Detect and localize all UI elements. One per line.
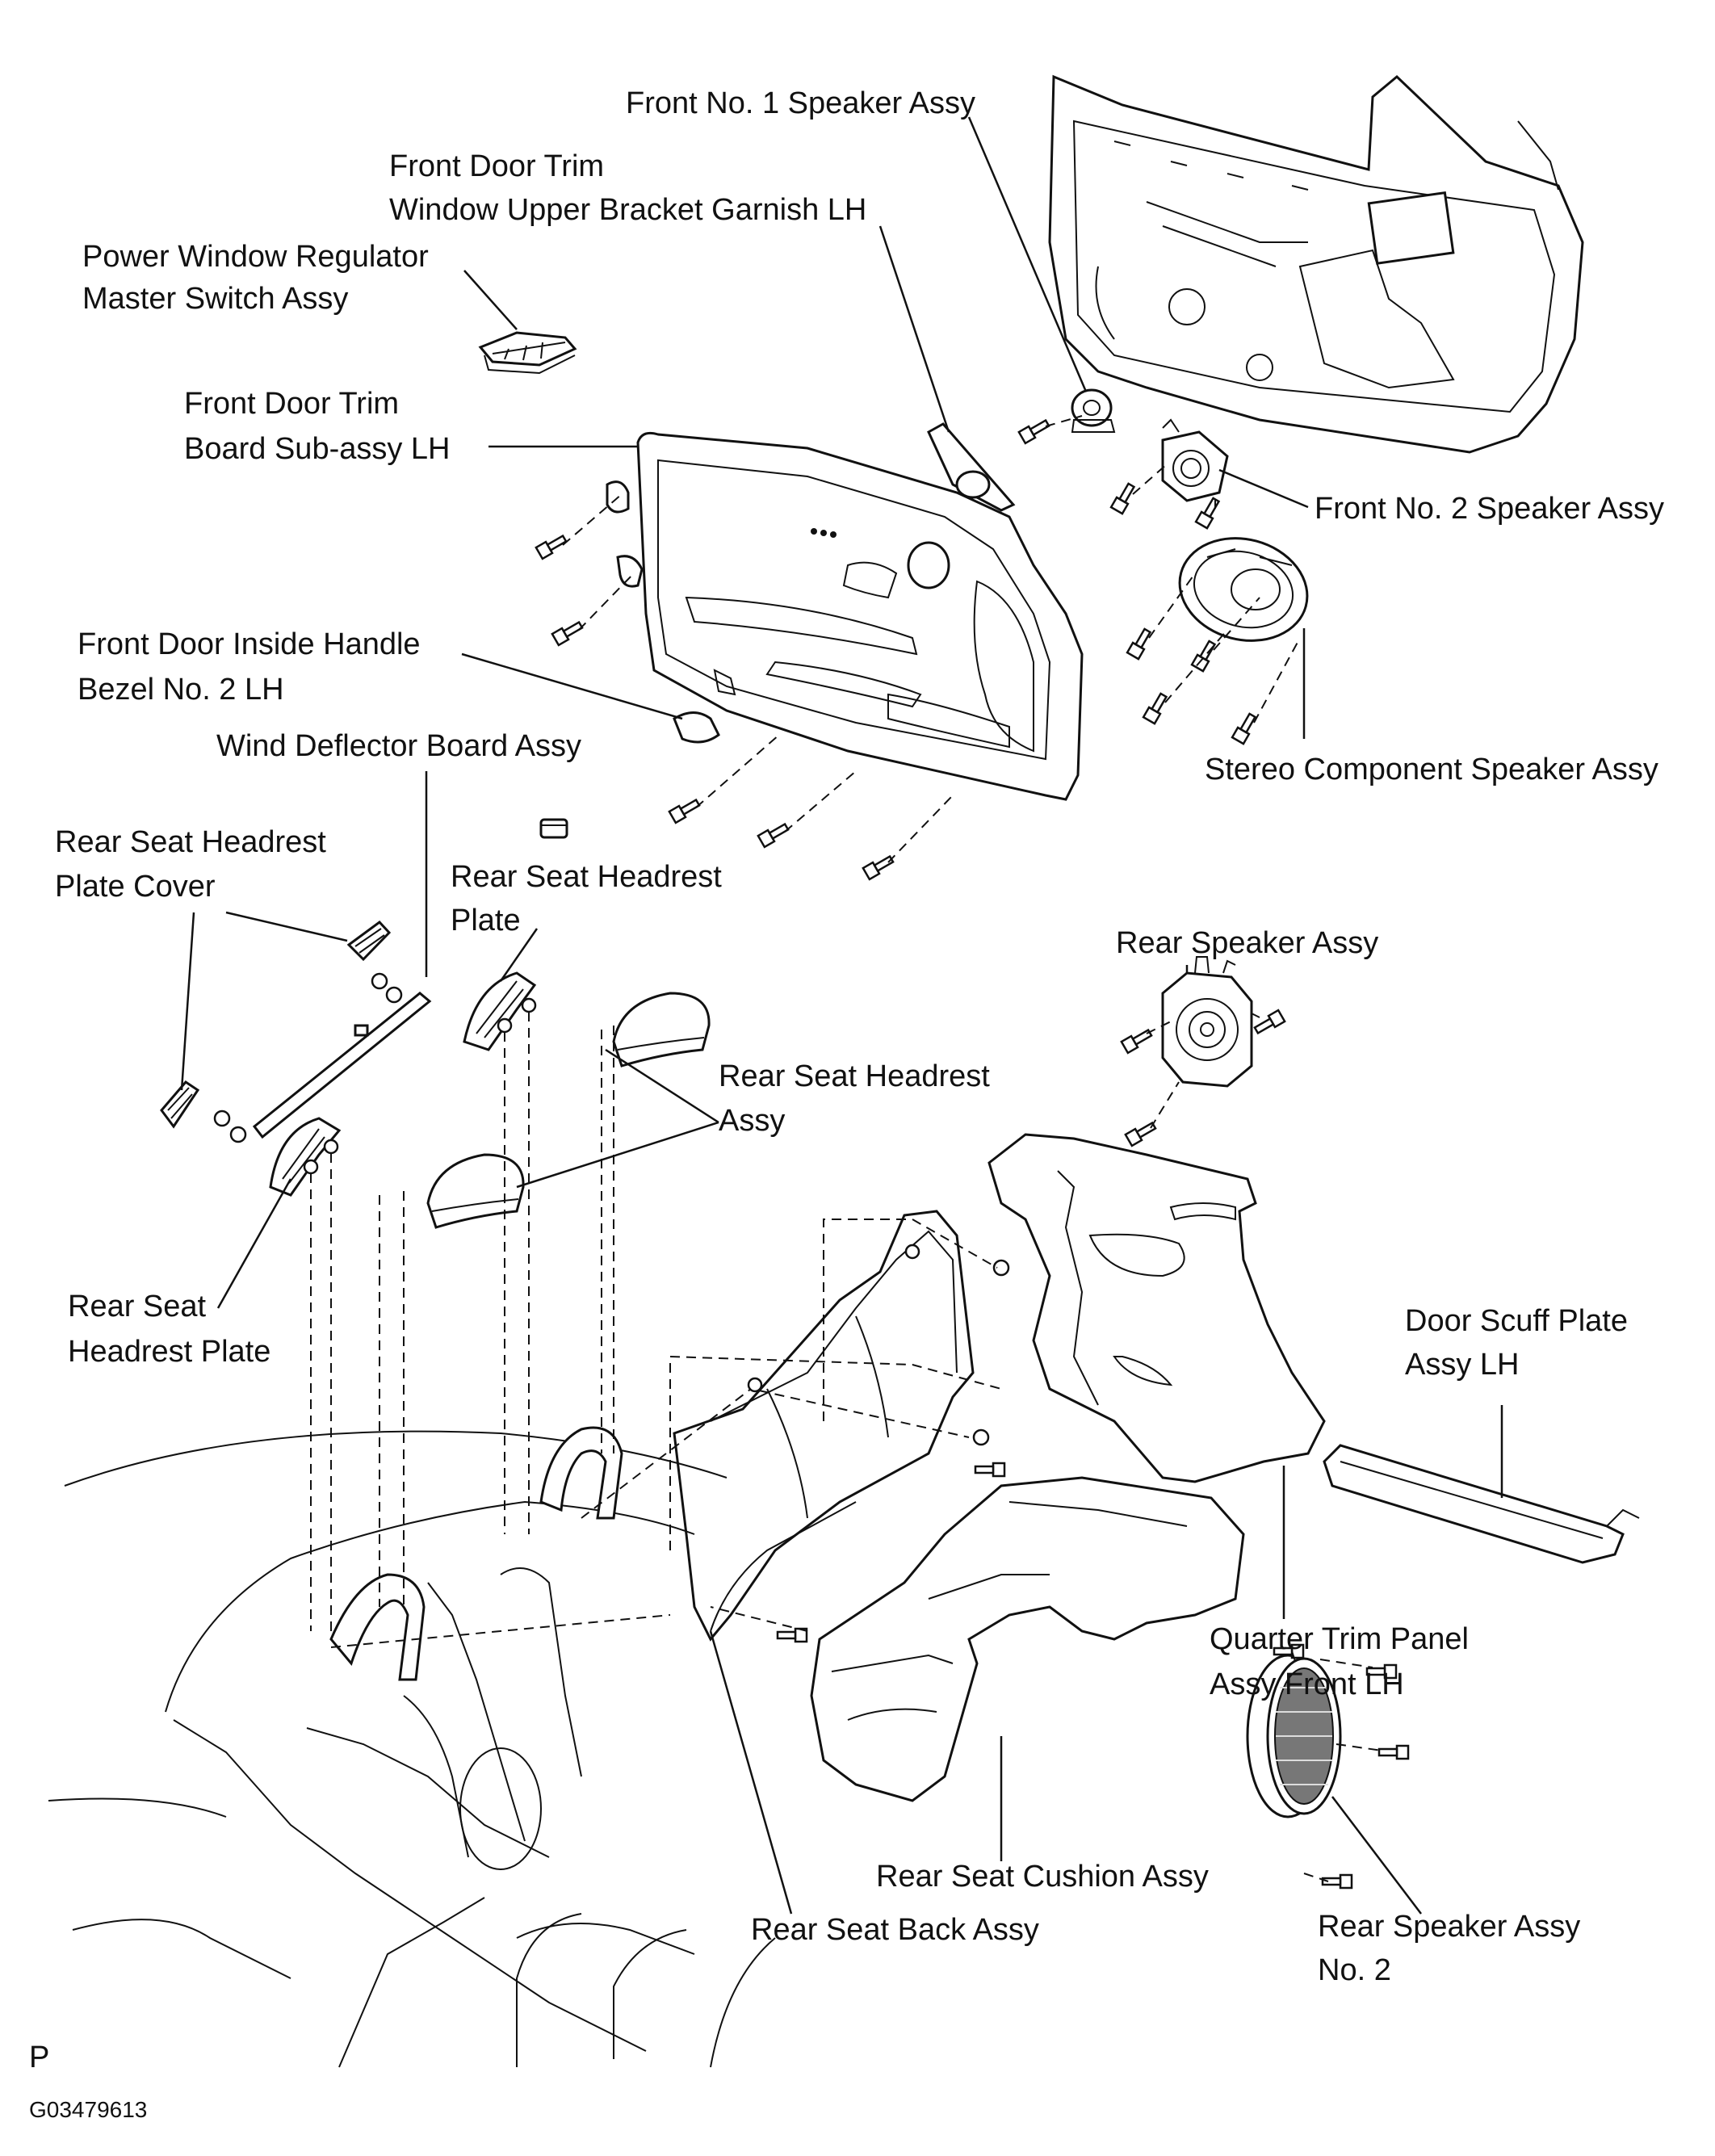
headrest-plate-cover-lower bbox=[160, 1080, 200, 1129]
screw bbox=[1120, 1028, 1153, 1055]
rear-seat-back bbox=[673, 1210, 975, 1642]
inside-handle-bezel bbox=[673, 711, 720, 744]
screw bbox=[1126, 627, 1152, 661]
screw bbox=[974, 1462, 1006, 1478]
door-scuff-plate bbox=[1323, 1444, 1640, 1564]
screw bbox=[1253, 1009, 1286, 1035]
label-stereo-component-speaker: Stereo Component Speaker Assy bbox=[1205, 753, 1658, 786]
screw bbox=[1190, 640, 1217, 673]
label-inside-handle-bezel-line2: Bezel No. 2 LH bbox=[78, 673, 284, 707]
label-inside-handle-bezel-line1: Front Door Inside Handle bbox=[78, 627, 421, 661]
label-front-door-trim-board-line2: Board Sub-assy LH bbox=[184, 432, 451, 466]
label-headrest-plate-cover-line2: Plate Cover bbox=[55, 870, 216, 904]
screw bbox=[535, 534, 568, 560]
car-body bbox=[48, 1426, 776, 2068]
screw bbox=[1194, 497, 1221, 530]
screw bbox=[1231, 712, 1257, 745]
label-rear-seat-cushion: Rear Seat Cushion Assy bbox=[876, 1860, 1209, 1894]
stereo-component-speaker bbox=[1178, 537, 1309, 642]
label-front-door-trim-garnish-line1: Front Door Trim bbox=[389, 149, 604, 183]
rear-headrest-1 bbox=[612, 992, 711, 1068]
label-headrest-plate-cover-line1: Rear Seat Headrest bbox=[55, 825, 326, 859]
rear-speaker bbox=[1161, 956, 1253, 1088]
quarter-trim-panel bbox=[987, 1133, 1326, 1483]
label-headrest-plate-bottom-line2: Headrest Plate bbox=[68, 1335, 270, 1369]
label-headrest-plate-top-line2: Plate bbox=[451, 904, 521, 937]
screw bbox=[1017, 418, 1050, 445]
screw bbox=[862, 854, 895, 881]
screw bbox=[757, 822, 790, 849]
screw bbox=[1321, 1873, 1353, 1890]
label-quarter-trim-panel-line2: Assy Front LH bbox=[1210, 1667, 1404, 1701]
label-door-scuff-plate-line2: Assy LH bbox=[1405, 1348, 1519, 1382]
text-labels: Front No. 1 Speaker Assy Front Door Trim… bbox=[29, 86, 1664, 2122]
label-figure-id: G03479613 bbox=[29, 2097, 147, 2122]
label-front-door-trim-board-line1: Front Door Trim bbox=[184, 387, 399, 421]
label-front-no1-speaker: Front No. 1 Speaker Assy bbox=[626, 86, 975, 120]
label-door-scuff-plate-line1: Door Scuff Plate bbox=[1405, 1304, 1628, 1338]
front-door-trim-board bbox=[636, 431, 1084, 801]
loose-clip bbox=[539, 818, 568, 839]
screw bbox=[776, 1627, 808, 1643]
label-power-window-switch-line2: Master Switch Assy bbox=[82, 282, 348, 316]
screw bbox=[668, 798, 701, 824]
headrest-plate-upper bbox=[463, 971, 537, 1051]
screws bbox=[535, 418, 1410, 1890]
label-headrest-assy-line1: Rear Seat Headrest bbox=[719, 1059, 990, 1093]
power-window-switch bbox=[478, 331, 577, 375]
label-headrest-plate-bottom-line1: Rear Seat bbox=[68, 1290, 207, 1323]
label-headrest-plate-top-line1: Rear Seat Headrest bbox=[451, 860, 722, 894]
screw bbox=[1365, 1663, 1398, 1680]
label-power-window-switch-line1: Power Window Regulator bbox=[82, 240, 429, 274]
window-bracket-garnish bbox=[927, 422, 1016, 512]
front-door-panel bbox=[1048, 74, 1584, 454]
label-corner-code: P bbox=[29, 2041, 49, 2074]
front-no2-speaker bbox=[1161, 418, 1229, 502]
label-front-no2-speaker: Front No. 2 Speaker Assy bbox=[1315, 492, 1664, 526]
trim-clip bbox=[606, 480, 644, 588]
label-front-door-trim-garnish-line2: Window Upper Bracket Garnish LH bbox=[389, 193, 866, 227]
leader-lines bbox=[180, 116, 1503, 1915]
rear-headrest-2 bbox=[426, 1153, 525, 1229]
screw bbox=[1109, 482, 1136, 515]
label-rear-speaker-no2-line2: No. 2 bbox=[1318, 1953, 1391, 1987]
wind-deflector bbox=[213, 972, 432, 1143]
alignment-lines bbox=[310, 415, 1383, 1882]
label-headrest-assy-line2: Assy bbox=[719, 1104, 785, 1138]
label-wind-deflector: Wind Deflector Board Assy bbox=[216, 729, 581, 763]
headrest-plate-lower bbox=[269, 1117, 342, 1197]
front-no1-speaker bbox=[1071, 388, 1116, 433]
rear-seat-cushion bbox=[810, 1476, 1245, 1802]
label-rear-speaker: Rear Speaker Assy bbox=[1116, 926, 1378, 960]
screw bbox=[1142, 692, 1168, 725]
screw bbox=[551, 620, 584, 647]
label-rear-speaker-no2-line1: Rear Speaker Assy bbox=[1318, 1910, 1580, 1944]
headrest-plate-cover-upper bbox=[346, 920, 392, 962]
rear-speaker-no2 bbox=[1246, 1654, 1342, 1818]
screw bbox=[1377, 1744, 1410, 1760]
label-quarter-trim-panel-line1: Quarter Trim Panel bbox=[1210, 1622, 1469, 1656]
label-rear-seat-back: Rear Seat Back Assy bbox=[751, 1913, 1039, 1947]
